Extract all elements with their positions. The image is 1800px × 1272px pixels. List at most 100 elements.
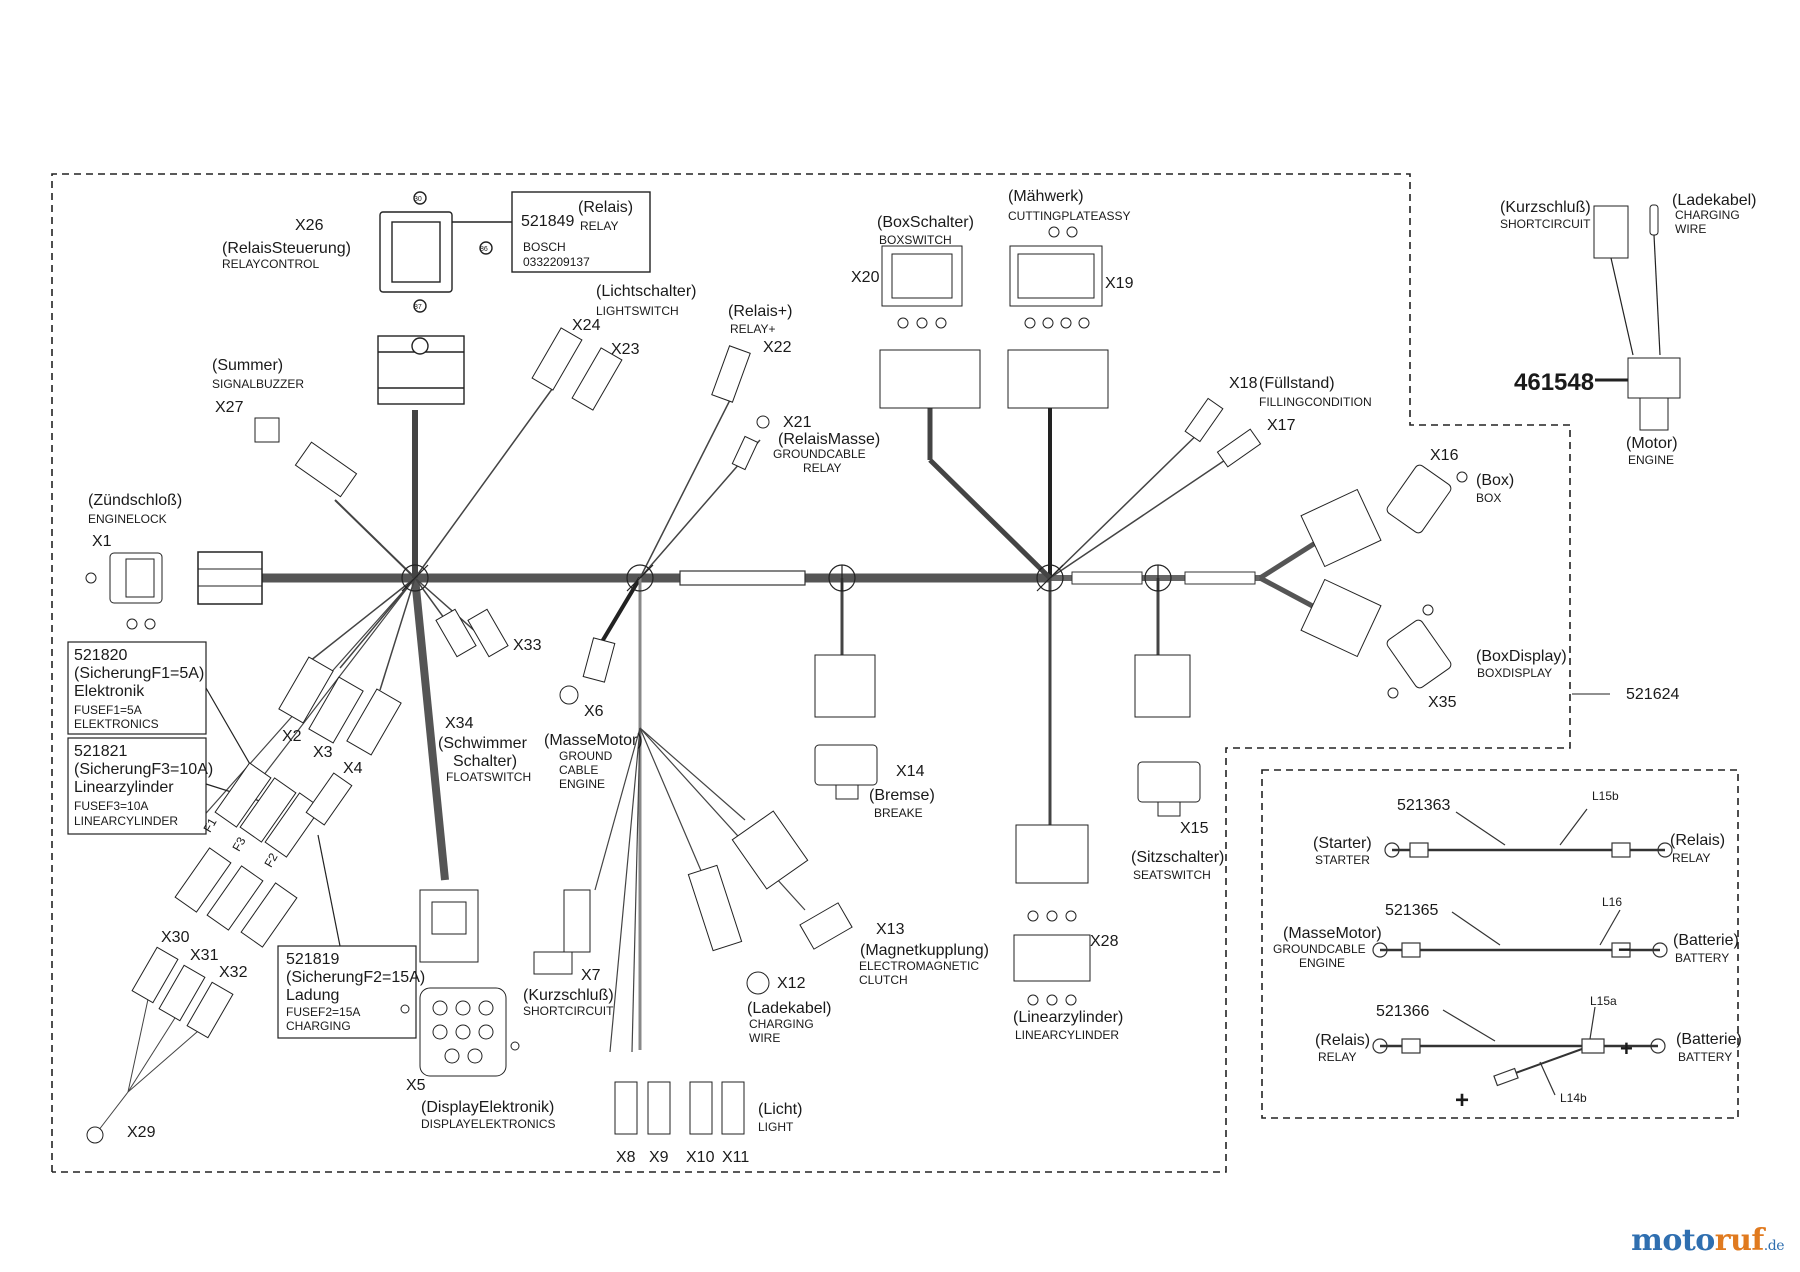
box-en: BOX [1476,491,1501,505]
x12-label: X12 [777,975,806,992]
f1-label: F1 [200,815,219,834]
x9-label: X9 [649,1149,669,1166]
plus-sign: + [1620,1036,1633,1061]
plus-sign-2: + [1455,1087,1469,1114]
fuse-f3-en1: FUSEF3=10A [74,799,148,813]
starter-en: STARTER [1315,853,1370,867]
enginelock-en: ENGINELOCK [88,512,167,526]
fuse-f3-number: 521821 [74,743,127,760]
chargingcable-en2: WIRE [749,1031,780,1045]
relay-ground-en1: GROUNDCABLE [773,447,866,461]
x23-label: X23 [611,341,640,358]
boundary-lines [51,173,1739,1173]
summer-de: (Summer) [212,357,283,374]
minus-sign: − [1618,937,1631,962]
fuse-f1-de2: Elektronik [74,683,145,700]
part-521366: 521366 [1376,1003,1429,1020]
enginelock-de: (Zündschloß) [88,492,182,509]
part-521365: 521365 [1385,902,1438,919]
relay2-en: RELAY [1672,851,1710,865]
brake-seat-linear-connectors [814,744,1201,1006]
relay3-en: RELAY [1318,1050,1356,1064]
fuse-f2-de: (SicherungF2=15A) [286,969,425,986]
chargingwire-de: (Ladekabel) [1672,192,1757,209]
lower-middle-connectors [533,654,1191,1135]
box-connectors [1300,464,1468,699]
bosch-number: 0332209137 [523,255,590,269]
boxdisplay-en: BOXDISPLAY [1477,666,1552,680]
x6-label: X6 [584,703,604,720]
boxswitch-en: BOXSWITCH [879,233,952,247]
x18-label: X18 [1229,375,1258,392]
x7-label: X7 [581,967,601,984]
x21-label: X21 [783,414,812,431]
engine-lock-connector [85,552,163,630]
floatswitch-de1: (Schwimmer [438,735,528,752]
l15a-label: L15a [1590,994,1617,1008]
l15b-label: L15b [1592,789,1619,803]
seatswitch-de: (Sitzschalter) [1131,849,1224,866]
ground-engine-en3: ENGINE [559,777,605,791]
junctions [401,564,1172,592]
signal-buzzer-connector [254,417,358,498]
pin-30: 30 [414,196,422,203]
x14-label: X14 [896,763,925,780]
x2-label: X2 [282,728,302,745]
light-en: LIGHT [758,1120,794,1134]
shortcircuit2-de: (Kurzschluß) [523,987,614,1004]
x8-label: X8 [616,1149,636,1166]
starter-de: (Starter) [1313,835,1372,852]
brake-de: (Bremse) [869,787,935,804]
floatswitch-en: FLOATSWITCH [446,770,531,784]
x19-label: X19 [1105,275,1134,292]
relay-ground-en2: RELAY [803,461,841,475]
logo-part-3: .de [1763,1238,1785,1254]
fuse-f2-number: 521819 [286,951,339,968]
fuse-f2-en1: FUSEF2=15A [286,1005,360,1019]
x35-label: X35 [1428,694,1457,711]
fuse-f3-de2: Linearzylinder [74,779,174,796]
chargingcable-de: (Ladekabel) [747,1000,832,1017]
x30-label: X30 [161,929,190,946]
shortcircuit-de: (Kurzschluß) [1500,199,1591,216]
x1-label: X1 [92,533,112,550]
part-521624: 521624 [1626,686,1679,703]
shortcircuit2-en: SHORTCIRCUIT [523,1004,614,1018]
boxswitch-de: (BoxSchalter) [877,214,974,231]
magclutch-en2: CLUTCH [859,973,908,987]
pin-87: 87 [414,304,422,311]
ground-engine-en2: CABLE [559,763,598,777]
relay-control-connector [377,191,651,405]
battery-de: (Batterie) [1673,932,1739,949]
relay3-de: (Relais) [1315,1032,1370,1049]
relay-en: RELAY [580,219,618,233]
ground-engine2-en1: GROUNDCABLE [1273,942,1366,956]
fuse-f2-de2: Ladung [286,987,339,1004]
relayplus-en: RELAY+ [730,322,775,336]
relay-ground-connector [731,415,770,471]
l14b-label: L14b [1560,1091,1587,1105]
brake-en: BREAKE [874,806,923,820]
main-harness [197,537,1322,613]
ground-engine-connector [559,637,616,705]
engine-connector [1593,204,1681,431]
fuse-f2-en2: CHARGING [286,1019,351,1033]
chargingwire-en2: WIRE [1675,222,1706,236]
motor-en: ENGINE [1628,453,1674,467]
x27-label: X27 [215,399,244,416]
ground-engine-de: (MasseMotor) [544,732,643,749]
summer-en: SIGNALBUZZER [212,377,304,391]
fuse-f1-number: 521820 [74,647,127,664]
filling-connectors [1184,397,1262,468]
motoruf-logo: motoruf.de [1631,1223,1784,1258]
x33-label: X33 [513,637,542,654]
x4-label: X4 [343,760,363,777]
x24-label: X24 [572,317,601,334]
relayplus-de: (Relais+) [728,303,792,320]
f2-label: F2 [261,850,280,869]
x20-label: X20 [851,269,880,286]
fuse-f1-de: (SicherungF1=5A) [74,665,204,682]
magclutch-en1: ELECTROMAGNETIC [859,959,979,973]
fuse-f1-en1: FUSEF1=5A [74,703,142,717]
